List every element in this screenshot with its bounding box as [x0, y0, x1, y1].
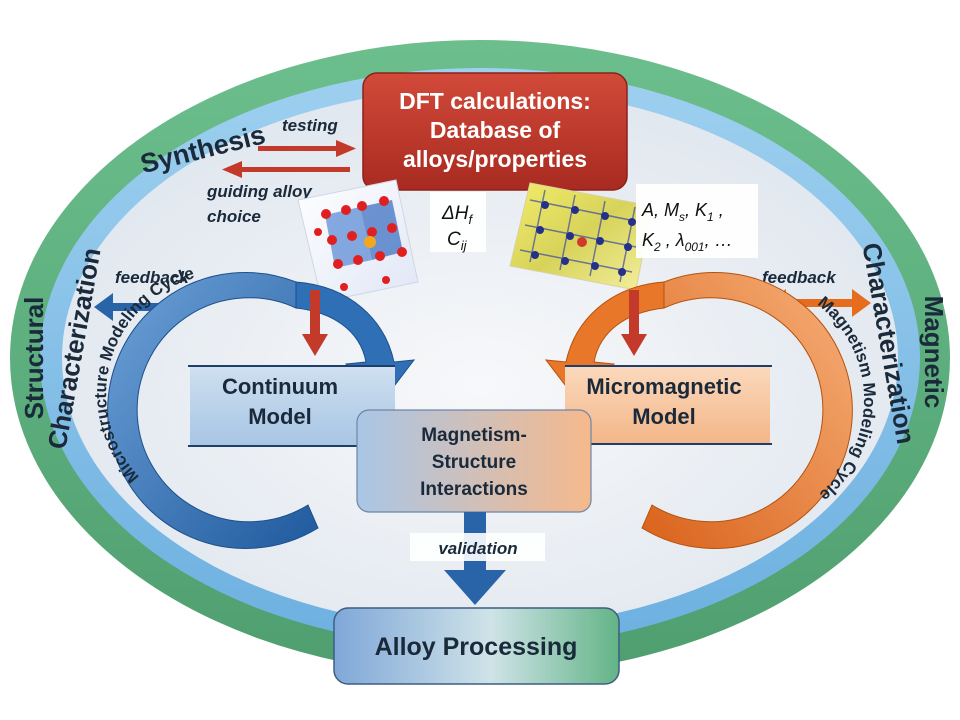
continuum-band: [190, 366, 395, 446]
dft-line2: Database of: [430, 117, 561, 143]
property-token: s: [679, 210, 685, 224]
property-token: , K: [685, 200, 708, 220]
dft-to-micromagnetic-arrow: [621, 290, 647, 356]
dft-line3: alloys/properties: [403, 146, 587, 172]
alloy-processing-label: Alloy Processing: [375, 633, 578, 661]
property-token: ,: [714, 200, 724, 220]
crystal-lattice-image-right: [509, 182, 653, 291]
micromagnetic-model-line2: Model: [632, 404, 696, 429]
property-token: 2: [653, 240, 661, 254]
center-box-line3: Interactions: [420, 479, 528, 500]
feedback-left-label: feedback: [115, 268, 190, 287]
validation-label: validation: [438, 539, 517, 558]
svg-text:ΔHf: ΔHf: [441, 203, 473, 227]
property-token: A, M: [641, 200, 679, 220]
guiding-label-line2: choice: [207, 207, 261, 226]
dft-line1: DFT calculations:: [399, 88, 591, 114]
testing-arrow: [258, 140, 356, 157]
delta-h-subscript: f: [468, 212, 473, 227]
center-box-line2: Structure: [432, 452, 516, 473]
micromagnetic-model-line1: Micromagnetic: [586, 374, 741, 399]
guiding-arrow: [222, 161, 350, 178]
properties-box-right: A, Ms, K1 , K2 , λ001, …: [636, 184, 758, 258]
alloy-processing-box: [333, 607, 620, 685]
magnetic-properties-row2: K2 , λ001, …: [642, 230, 733, 254]
cij-subscript: ij: [461, 238, 468, 253]
property-token: 1: [707, 210, 714, 224]
feedback-right-label: feedback: [762, 268, 837, 287]
property-token: 001: [685, 240, 705, 254]
delta-h-symbol: ΔH: [441, 203, 469, 224]
svg-text:Cij: Cij: [447, 229, 468, 253]
guiding-label-line1: guiding alloy: [206, 182, 313, 201]
continuum-model-line2: Model: [248, 404, 312, 429]
magnetic-label: Magnetic: [919, 296, 949, 409]
dft-to-continuum-arrow: [302, 290, 328, 356]
structural-label: Structural: [19, 297, 49, 420]
continuum-model-line1: Continuum: [222, 374, 338, 399]
dft-box: [362, 72, 628, 191]
properties-box-left: ΔHf Cij: [430, 192, 486, 253]
testing-label: testing: [282, 116, 338, 135]
property-token: , …: [705, 230, 733, 250]
property-token: , λ: [661, 230, 685, 250]
property-token: K: [642, 230, 655, 250]
micromagnetic-band: [565, 366, 770, 444]
center-box-line1: Magnetism-: [421, 425, 527, 446]
magnetic-properties-row1: A, Ms, K1 ,: [641, 200, 724, 224]
cij-symbol: C: [447, 229, 461, 250]
crystal-structure-image-left: [297, 179, 419, 303]
